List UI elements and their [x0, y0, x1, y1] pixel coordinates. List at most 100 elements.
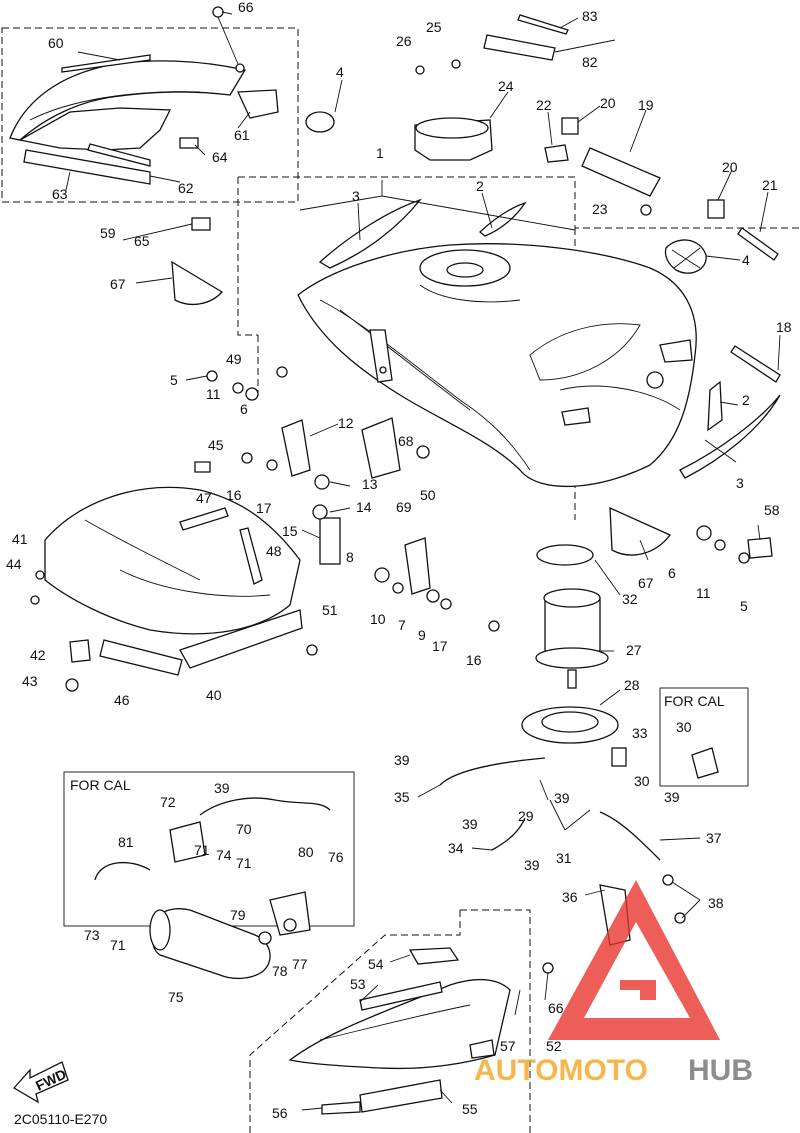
fwd-arrow: FWD [12, 1061, 69, 1104]
grommet-77 [283, 918, 297, 932]
label-9: 9 [418, 627, 426, 643]
clip-62 [87, 143, 151, 167]
leader-lines [65, 11, 781, 1111]
o-ring-32 [536, 544, 594, 566]
label-41: 41 [12, 531, 28, 547]
label-33: 33 [632, 725, 648, 741]
label-73: 73 [84, 927, 100, 943]
label-12: 12 [338, 415, 354, 431]
bracket-15 [319, 517, 341, 565]
decal-2-right [707, 380, 723, 432]
label-71-a: 71 [194, 842, 210, 858]
side-cover-67-right [609, 506, 672, 556]
label-79: 79 [230, 907, 246, 923]
hose-37 [599, 811, 661, 861]
label-64: 64 [212, 149, 228, 165]
for-cal-small-title: FOR CAL [664, 693, 725, 709]
label-6-left: 6 [240, 401, 248, 417]
label-63: 63 [52, 186, 68, 202]
label-22: 22 [536, 97, 552, 113]
bolt-66-lower [542, 962, 554, 974]
label-67-right: 67 [638, 575, 654, 591]
label-4-right: 4 [742, 252, 750, 268]
gasket-82 [483, 34, 556, 61]
label-32: 32 [622, 591, 638, 607]
bracket-58 [747, 537, 773, 559]
side-decal-3 [318, 198, 422, 269]
bracket-22 [544, 144, 569, 163]
label-80: 80 [298, 844, 314, 860]
label-66: 66 [238, 0, 254, 15]
part-labels: 66 60 61 64 62 63 4 1 3 2 26 25 24 83 82… [6, 0, 792, 1121]
label-71-b: 71 [236, 855, 252, 871]
label-66-lower: 66 [548, 1000, 564, 1016]
label-50: 50 [420, 487, 436, 503]
collar-20-top [561, 117, 579, 135]
front-cowl [44, 486, 301, 635]
label-68: 68 [398, 433, 414, 449]
label-29: 29 [518, 808, 534, 824]
watermark-triangle-icon [548, 880, 720, 1040]
lower-side-cowl [288, 947, 554, 1115]
lower-panel-40 [179, 609, 303, 669]
label-78: 78 [272, 963, 288, 979]
clip-56 [321, 1101, 361, 1115]
label-23: 23 [592, 201, 608, 217]
cowl-front-panel [18, 107, 172, 151]
label-57: 57 [500, 1038, 516, 1054]
molding-53 [359, 981, 443, 1011]
label-7: 7 [398, 617, 406, 633]
bracket-7 [404, 537, 431, 595]
label-28: 28 [624, 677, 640, 693]
fuel-pump-assembly [414, 14, 725, 946]
tank-emblem [561, 407, 591, 426]
label-1: 1 [376, 145, 384, 161]
label-26: 26 [396, 33, 412, 49]
label-15: 15 [282, 523, 298, 539]
label-37: 37 [706, 830, 722, 846]
damper-42 [69, 639, 91, 663]
upper-cowl-group [9, 6, 279, 185]
label-42: 42 [30, 647, 46, 663]
label-54: 54 [368, 956, 384, 972]
grommet-4-top [305, 111, 335, 133]
bolt-66-top [212, 6, 224, 18]
rubber-46 [99, 639, 183, 676]
hose-34 [491, 817, 526, 851]
label-19: 19 [638, 97, 654, 113]
label-69: 69 [396, 499, 412, 515]
label-2-top: 2 [476, 178, 484, 194]
fwd-text: FWD [33, 1066, 69, 1094]
label-10: 10 [370, 611, 386, 627]
label-47: 47 [196, 490, 212, 506]
label-49: 49 [226, 351, 242, 367]
valve-19 [581, 147, 661, 197]
label-72: 72 [160, 794, 176, 810]
clip-57 [469, 1039, 495, 1059]
fwd-arrow-icon [12, 1061, 69, 1104]
bracket-12 [281, 419, 311, 477]
label-39-c: 39 [554, 790, 570, 806]
watermark-hub: HUB [688, 1054, 753, 1087]
label-20-right: 20 [722, 159, 738, 175]
label-58: 58 [764, 502, 780, 518]
label-52: 52 [546, 1038, 562, 1054]
label-34: 34 [448, 840, 464, 856]
automotohub-watermark: AUTOMOTO HUB [474, 880, 753, 1087]
front-cowl-group [44, 417, 431, 676]
label-76: 76 [328, 849, 344, 865]
connector-30 [691, 747, 719, 779]
label-39-d: 39 [664, 789, 680, 805]
label-53: 53 [350, 976, 366, 992]
label-21: 21 [762, 177, 778, 193]
label-3-top: 3 [352, 188, 360, 204]
label-48: 48 [266, 543, 282, 559]
label-40: 40 [206, 687, 222, 703]
decal-3-right [679, 394, 781, 479]
label-56: 56 [272, 1105, 288, 1121]
label-18: 18 [776, 319, 792, 335]
hose-70 [199, 797, 331, 816]
bracket-79 [269, 891, 311, 936]
bolt-18 [730, 345, 781, 383]
label-61: 61 [234, 127, 250, 143]
